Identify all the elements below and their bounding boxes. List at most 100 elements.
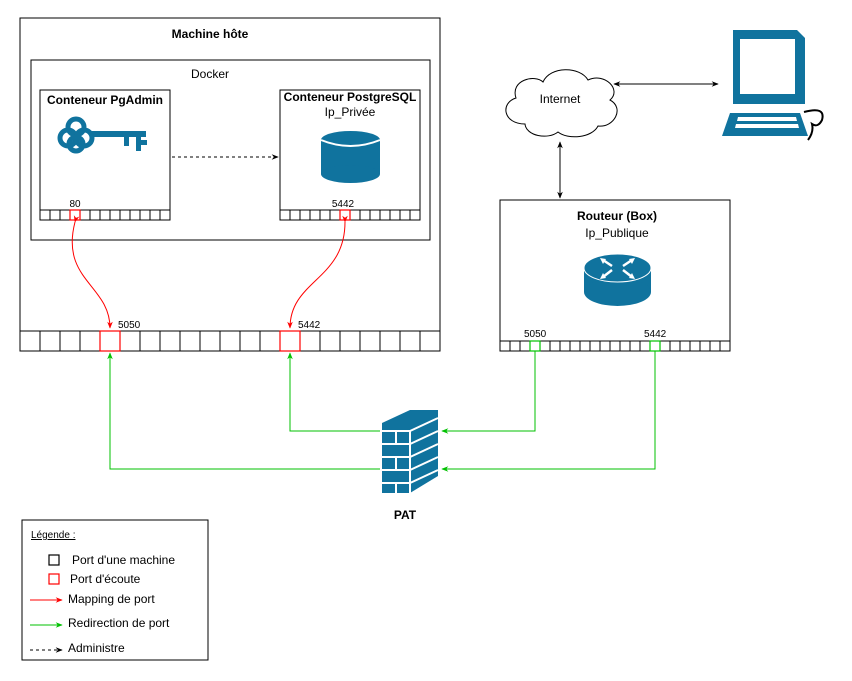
port-cell (19, 330, 41, 352)
port-cell (279, 209, 291, 221)
port-cell (499, 340, 511, 352)
port-cell (379, 330, 401, 352)
listening-port-cell (69, 209, 81, 221)
port-cell (79, 330, 101, 352)
port-cell (619, 340, 631, 352)
port-cell (339, 330, 361, 352)
host-port-5442-label: 5442 (298, 320, 321, 331)
redirect-router-5050-to-pat (441, 351, 536, 434)
port-cell (149, 209, 161, 221)
postgres-title: Conteneur PostgreSQL (284, 90, 417, 104)
legend-item-listen-port: Port d'écoute (70, 572, 141, 586)
router-icon (583, 253, 652, 306)
port-cell (239, 330, 261, 352)
firewall-icon (382, 410, 439, 493)
port-cell (659, 340, 671, 352)
postgres-subtitle: Ip_Privée (325, 105, 376, 119)
listening-port-cell (339, 209, 351, 221)
port-cell (139, 209, 151, 221)
port-cell (119, 209, 131, 221)
postgres-port-strip (279, 209, 421, 221)
port-cell (519, 340, 531, 352)
port-cell (689, 340, 701, 352)
redirect-pat-to-host-5442 (287, 352, 380, 432)
internet-label: Internet (540, 92, 581, 106)
listening-port-cell (649, 340, 661, 352)
port-cell (59, 330, 81, 352)
listening-port-cell (279, 330, 301, 352)
port-cell (349, 209, 361, 221)
port-cell (159, 209, 171, 221)
port-cell (549, 340, 561, 352)
port-cell (139, 330, 161, 352)
port-cell (569, 340, 581, 352)
port-cell (629, 340, 641, 352)
port-cell (369, 209, 381, 221)
port-cell (159, 330, 181, 352)
port-cell (669, 340, 681, 352)
pgadmin-title: Conteneur PgAdmin (47, 93, 163, 107)
router-subtitle: Ip_Publique (585, 226, 649, 240)
computer-icon (722, 30, 824, 141)
mapping-arrow-pgadmin (71, 215, 113, 329)
port-cell (509, 340, 521, 352)
port-cell (359, 330, 381, 352)
port-cell (79, 209, 91, 221)
port-cell (379, 209, 391, 221)
port-cell (59, 209, 71, 221)
port-cell (609, 340, 621, 352)
router-port-5050-label: 5050 (524, 329, 547, 340)
port-cell (639, 340, 651, 352)
docker-label: Docker (191, 67, 229, 81)
mapping-arrow-postgres (287, 215, 348, 329)
router-title: Routeur (Box) (577, 209, 657, 223)
port-cell (259, 330, 281, 352)
router-port-strip (499, 340, 731, 352)
legend-item-machine-port: Port d'une machine (72, 553, 175, 567)
port-cell (199, 330, 221, 352)
postgres-container: Conteneur PostgreSQL Ip_Privée 5442 (279, 89, 421, 221)
port-cell (109, 209, 121, 221)
port-cell (299, 209, 311, 221)
legend-swatch-machine-port (48, 554, 60, 566)
port-cell (559, 340, 571, 352)
legend: Légende : Port d'une machine Port d'écou… (21, 519, 209, 661)
port-cell (99, 209, 111, 221)
port-cell (539, 340, 551, 352)
pat-label: PAT (394, 508, 417, 522)
port-cell (329, 209, 341, 221)
port-cell (679, 340, 691, 352)
port-cell (359, 209, 371, 221)
port-cell (709, 340, 721, 352)
router-box: Routeur (Box) Ip_Publique 5050 5442 (499, 199, 731, 352)
port-cell (119, 330, 141, 352)
key-icon (57, 116, 147, 154)
port-cell (319, 209, 331, 221)
port-cell (299, 330, 321, 352)
port-cell (579, 340, 591, 352)
listening-port-cell (99, 330, 121, 352)
pgadmin-port-strip (39, 209, 171, 221)
port-cell (89, 209, 101, 221)
port-cell (389, 209, 401, 221)
port-cell (719, 340, 731, 352)
port-cell (409, 209, 421, 221)
legend-item-mapping: Mapping de port (68, 592, 155, 606)
host-port-strip (19, 330, 441, 352)
listening-port-cell (529, 340, 541, 352)
legend-item-redirect: Redirection de port (68, 616, 170, 630)
port-cell (599, 340, 611, 352)
port-cell (309, 209, 321, 221)
listening-port-cell-outline (279, 330, 301, 352)
port-cell (219, 330, 241, 352)
pgadmin-port-label: 80 (69, 199, 81, 210)
internet-cloud: Internet (505, 69, 618, 138)
port-cell (179, 330, 201, 352)
router-port-5442-label: 5442 (644, 329, 667, 340)
pgadmin-container: Conteneur PgAdmin 80 (39, 89, 171, 221)
port-cell (419, 330, 441, 352)
port-cell (399, 330, 421, 352)
redirect-router-5442-to-pat (441, 351, 656, 472)
